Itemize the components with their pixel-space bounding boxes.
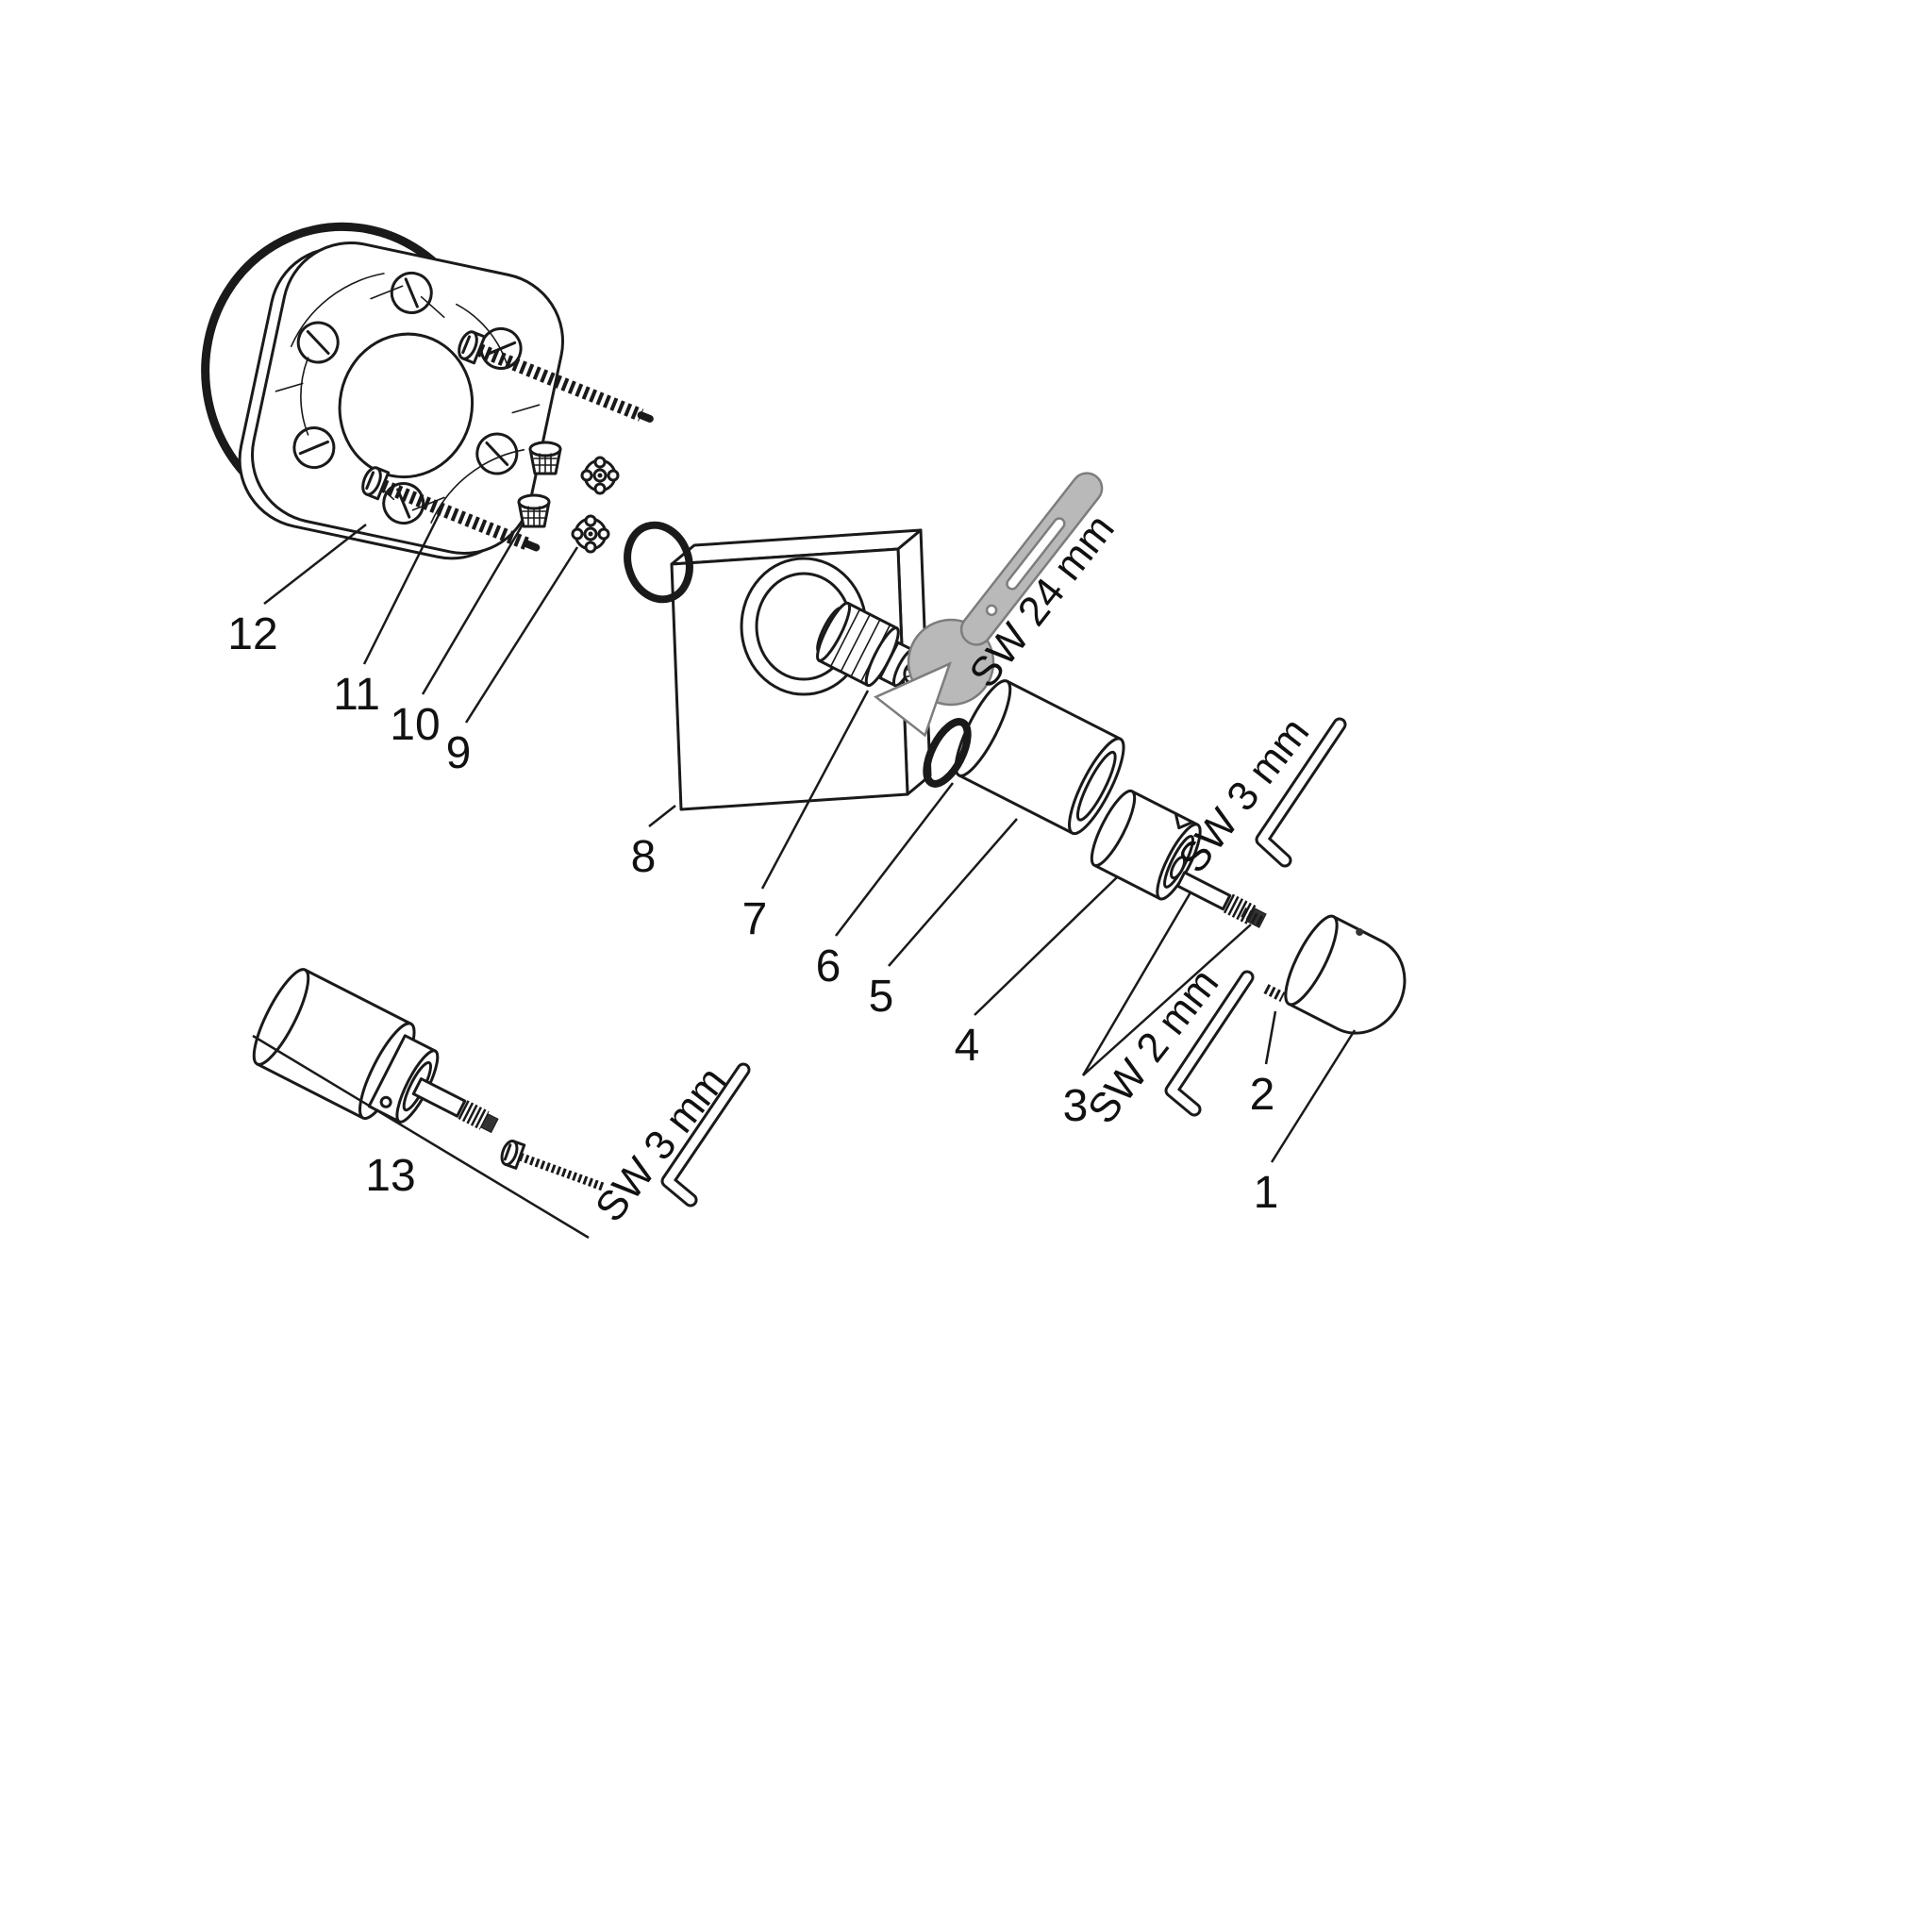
part-label-12: 12	[227, 609, 277, 659]
part-number-labels: 1 2 3 4 5 6 7 8 9 10 11 12 13	[227, 609, 1278, 1218]
leader-7	[760, 690, 870, 890]
stop-ring	[1090, 789, 1202, 901]
hex-key-3mm-lower-label: SW 3 mm	[587, 1058, 736, 1230]
part-label-4: 4	[955, 1021, 980, 1071]
handle-assembly	[252, 968, 499, 1134]
part-label-7: 7	[742, 894, 768, 944]
part-label-8: 8	[631, 832, 657, 882]
part-label-6: 6	[816, 941, 841, 991]
sleeve	[954, 679, 1125, 836]
leader-6	[835, 782, 954, 937]
leader-2	[1264, 1010, 1277, 1065]
part-label-2: 2	[1250, 1070, 1275, 1120]
escutcheon-o-ring	[624, 521, 693, 604]
open-end-wrench-icon	[874, 472, 1104, 738]
cartridge-o-ring	[923, 718, 972, 788]
part-label-3: 3	[1063, 1081, 1089, 1131]
handle-knob	[1284, 914, 1407, 1035]
leader-13-bracket	[252, 1034, 590, 1240]
leader-10	[421, 524, 525, 695]
part-label-11: 11	[333, 670, 380, 720]
leader-5	[888, 818, 1018, 967]
leader-12	[263, 524, 367, 605]
mounting-screw-lower	[361, 466, 541, 552]
part-label-5: 5	[869, 972, 894, 1022]
part-label-10: 10	[390, 700, 440, 750]
assembly-screw	[500, 1140, 608, 1192]
hex-key-3mm-lower-icon	[660, 1062, 751, 1208]
part-label-13: 13	[365, 1151, 415, 1201]
leader-4	[974, 876, 1118, 1016]
part-label-9: 9	[446, 728, 472, 778]
hex-key-3mm-upper-icon	[1255, 717, 1347, 868]
mounting-plate	[238, 241, 565, 560]
filter-strainer-lower	[517, 493, 551, 528]
check-valve-lower	[571, 514, 610, 554]
leader-1	[1270, 1029, 1357, 1163]
part-label-1: 1	[1254, 1168, 1279, 1218]
set-screw	[1263, 984, 1286, 1002]
leader-9	[464, 546, 579, 724]
leader-8	[648, 805, 676, 827]
leader-3a	[1081, 891, 1192, 1076]
leader-lines	[252, 512, 1357, 1240]
check-valve-upper	[580, 456, 620, 495]
leader-3b	[1082, 924, 1252, 1076]
mounting-screw-upper	[458, 330, 654, 423]
filter-strainer-upper	[528, 441, 562, 475]
leader-11	[362, 512, 441, 665]
hex-key-2mm-icon	[1164, 970, 1255, 1117]
threaded-stud	[1241, 908, 1266, 927]
